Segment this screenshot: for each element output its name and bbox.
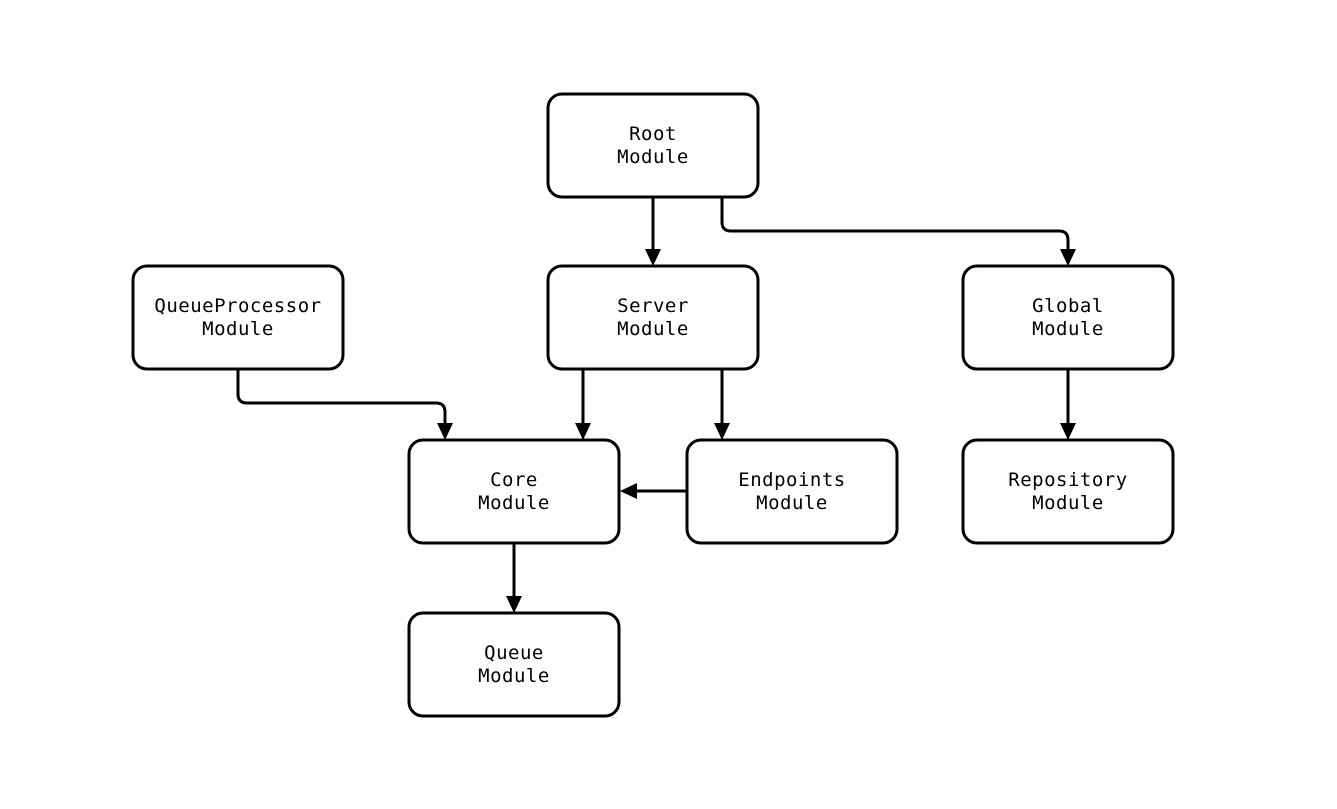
node-label-line2: Module bbox=[1032, 318, 1104, 340]
node-label-line1: Endpoints bbox=[738, 469, 845, 491]
edge-core-to-queue bbox=[506, 543, 522, 613]
edge-endpoints-to-core bbox=[620, 483, 687, 499]
arrowhead-icon bbox=[714, 423, 730, 440]
node-label-line2: Module bbox=[478, 665, 550, 687]
node-label-line2: Module bbox=[1032, 492, 1104, 514]
edge-root-to-global bbox=[720, 197, 1076, 266]
edge-server-to-core bbox=[575, 369, 591, 440]
arrowhead-icon bbox=[645, 249, 661, 266]
node-box[interactable] bbox=[131, 264, 345, 371]
node-label-line2: Module bbox=[617, 146, 689, 168]
node-label-line1: Queue bbox=[484, 642, 544, 664]
node-box[interactable] bbox=[685, 438, 899, 545]
nodes-layer: RootModuleQueueProcessorModuleServerModu… bbox=[131, 92, 1175, 718]
arrowhead-icon bbox=[575, 423, 591, 440]
node-box[interactable] bbox=[961, 438, 1175, 545]
node-label-line1: Core bbox=[490, 469, 538, 491]
edge-queueprocessor-to-core bbox=[236, 369, 453, 440]
arrowhead-icon bbox=[437, 423, 453, 440]
edge-server-to-endpoints bbox=[714, 369, 730, 440]
node-label-line2: Module bbox=[478, 492, 550, 514]
node-box[interactable] bbox=[407, 611, 621, 718]
arrowhead-icon bbox=[506, 596, 522, 613]
arrowhead-icon bbox=[620, 483, 637, 499]
node-label-line2: Module bbox=[202, 318, 274, 340]
node-label-line1: Repository bbox=[1008, 469, 1127, 491]
arrowhead-icon bbox=[1060, 249, 1076, 266]
arrowhead-icon bbox=[1060, 423, 1076, 440]
node-label-line1: Root bbox=[629, 123, 677, 145]
node-label-line1: Global bbox=[1032, 295, 1104, 317]
edge-global-to-repository bbox=[1060, 369, 1076, 440]
node-box[interactable] bbox=[546, 264, 760, 371]
node-box[interactable] bbox=[961, 264, 1175, 371]
node-label-line2: Module bbox=[617, 318, 689, 340]
edge-line bbox=[720, 197, 1070, 252]
edge-line bbox=[236, 369, 447, 426]
node-box[interactable] bbox=[546, 92, 760, 199]
node-box[interactable] bbox=[407, 438, 621, 545]
node-label-line1: Server bbox=[617, 295, 689, 317]
edge-root-to-server bbox=[645, 197, 661, 266]
node-label-line1: QueueProcessor bbox=[154, 295, 321, 317]
node-label-line2: Module bbox=[756, 492, 828, 514]
edges-layer bbox=[236, 197, 1076, 613]
